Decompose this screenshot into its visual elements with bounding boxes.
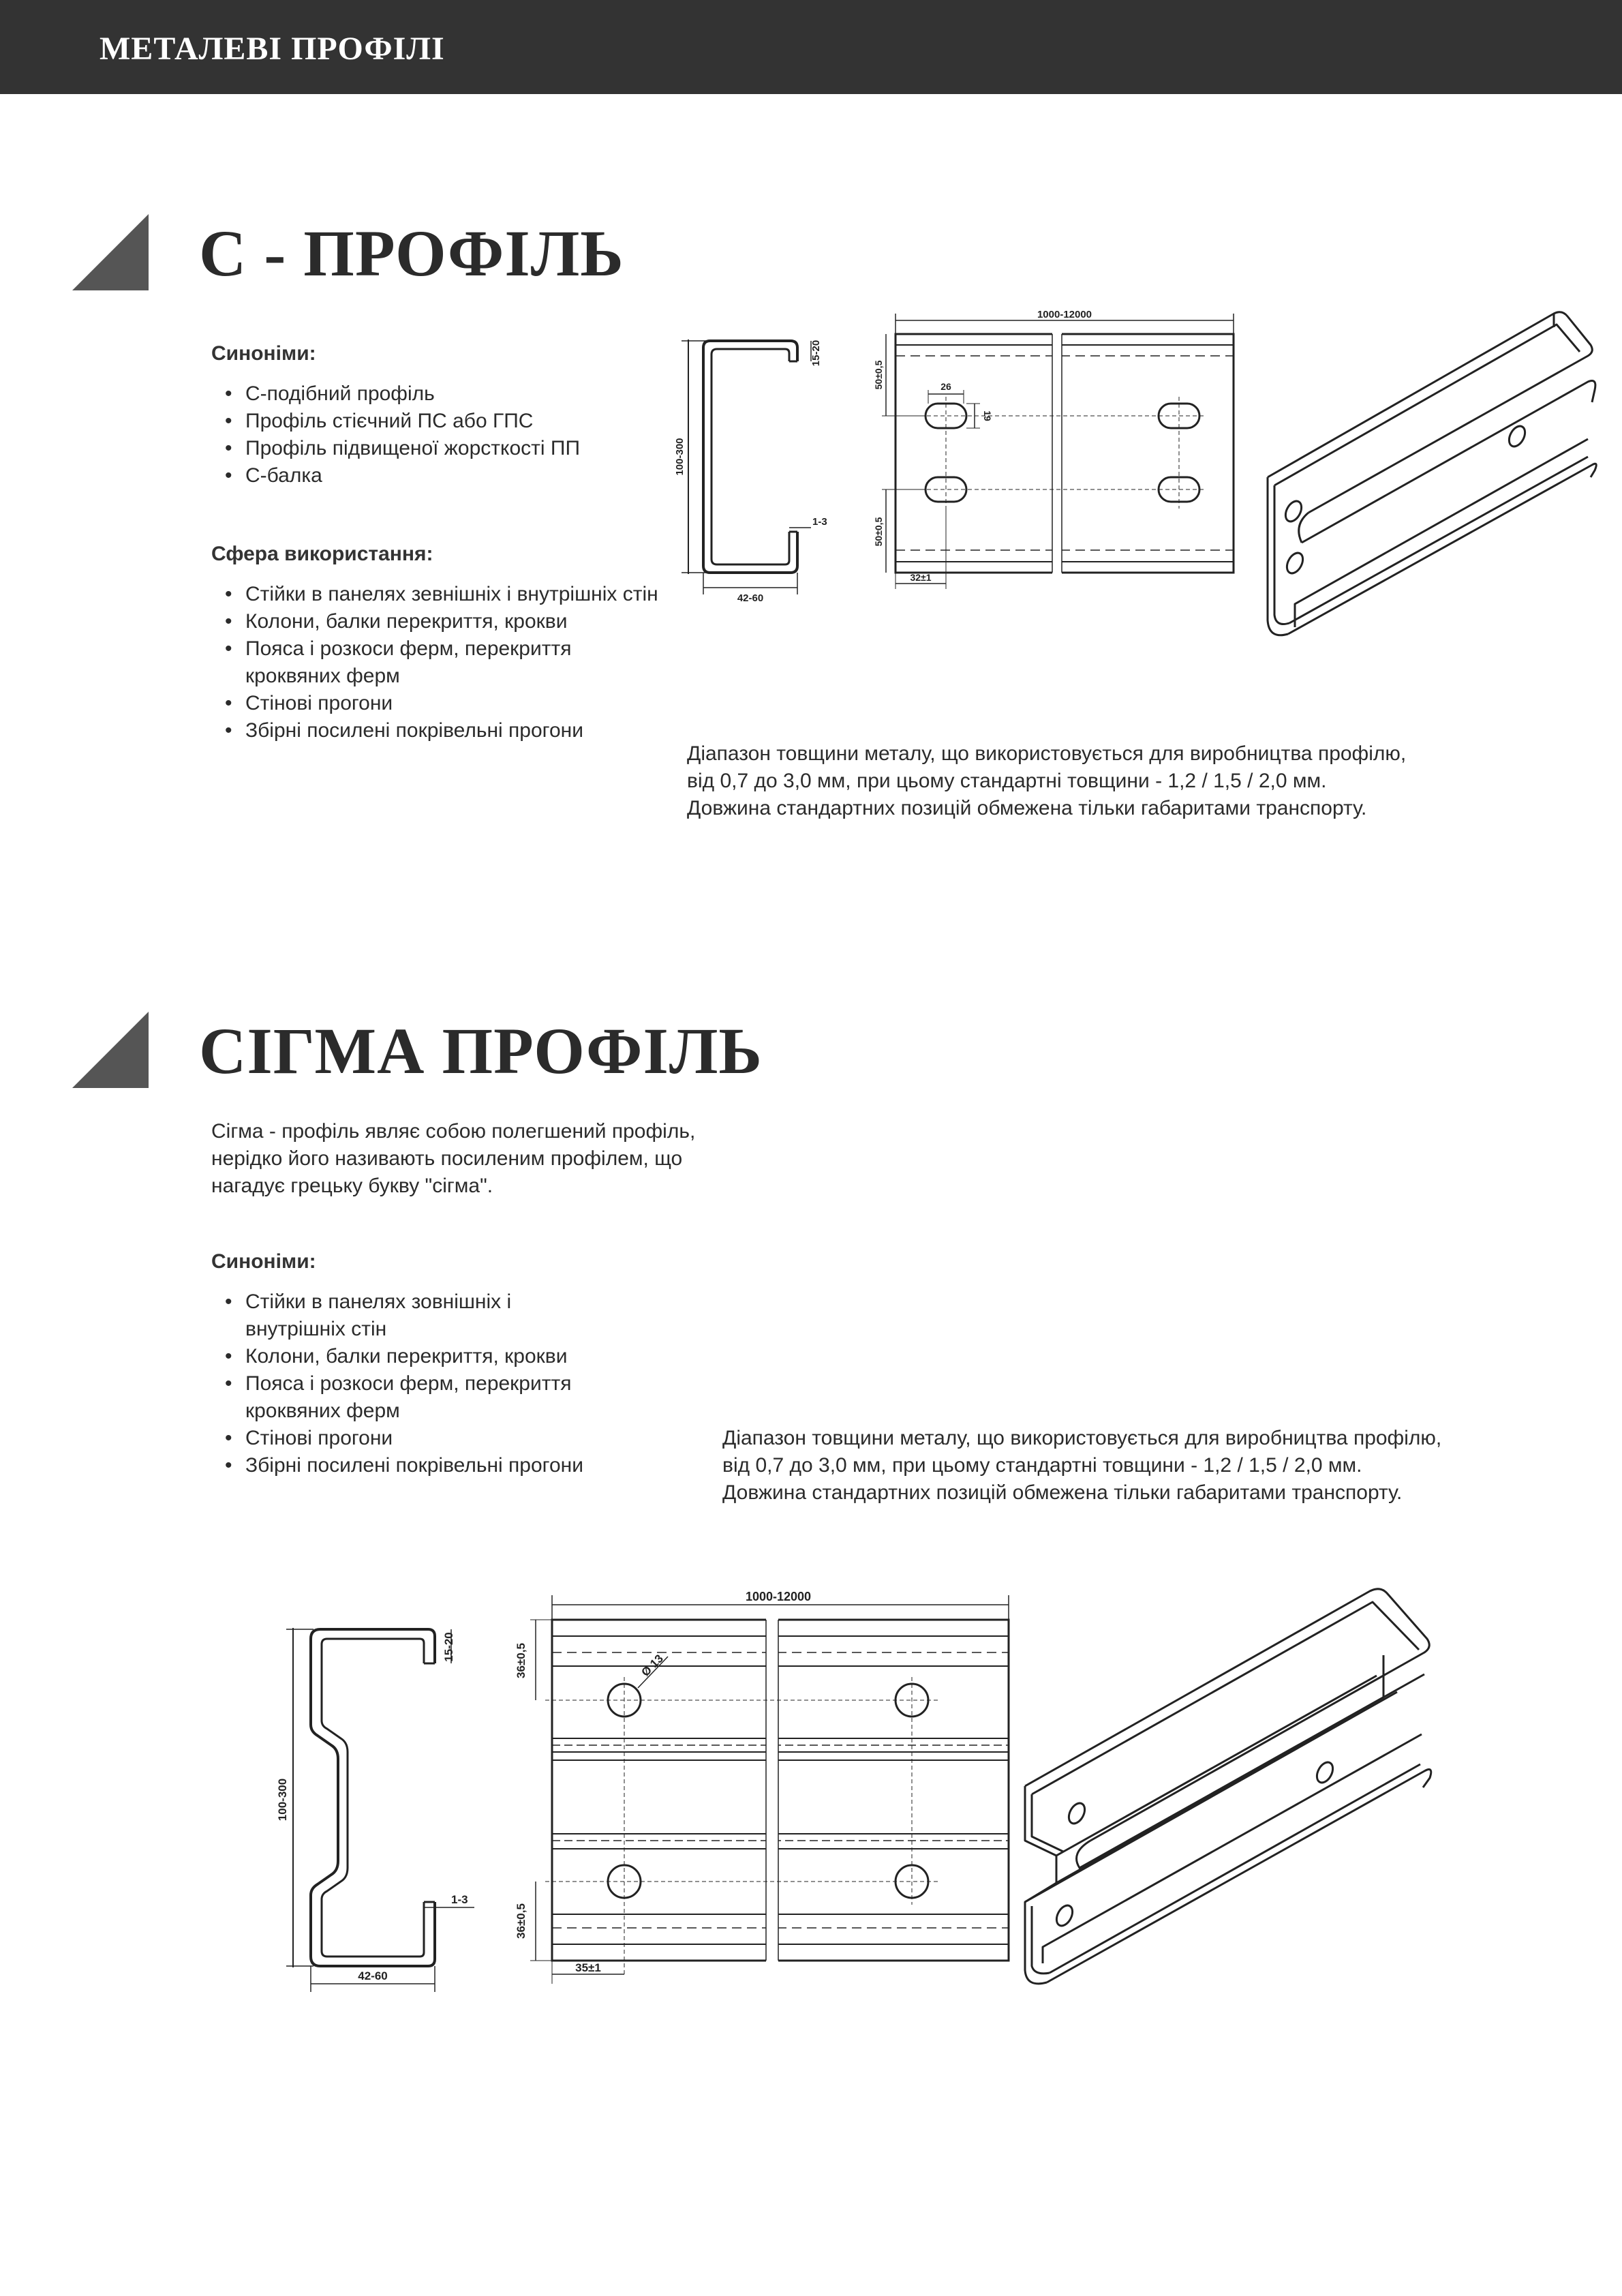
list-item: Стінові прогони [215,1425,597,1452]
list-item: Стінові прогони [215,690,665,717]
dim-width-label: 42-60 [358,1969,387,1982]
dim-hole-offset-top: 50±0,5 [873,360,884,389]
intro-line: нерідко його називають посиленим профіле… [211,1147,683,1170]
dim-thickness-label: 1-3 [812,516,827,528]
dim-width-label: 42-60 [737,592,763,604]
sigma-intro: Сігма - профіль являє собою полегшений п… [211,1118,825,1200]
dim-hole-offset-bottom: 50±0,5 [873,517,884,546]
list-item: Колони, балки перекриття, крокви [215,1343,597,1370]
list-item: Збірні посилені покрівельні прогони [215,717,665,744]
header-bar: МЕТАЛЕВІ ПРОФІЛІ [0,0,1622,94]
description-line: від 0,7 до 3,0 мм, при цьому стандартні … [687,770,1327,792]
sigma-synonyms-list: Стійки в панелях зовнішніх і внутрішніх … [215,1288,597,1479]
list-item: Збірні посилені покрівельні прогони [215,1452,597,1479]
dim-hole-offset-bottom: 36±0,5 [515,1903,527,1939]
c-elevation-drawing: 1000-12000 50±0,5 50±0,5 26 19 32±1 [873,309,1235,589]
sigma-synonyms-heading: Синоніми: [211,1250,316,1273]
dim-edge-label: 32±1 [910,572,931,583]
list-item: C-балка [215,462,665,489]
sigma-elevation-drawing: 1000-12000 36±0,5 36±0,5 Ø 13 35±1 [515,1590,1010,1984]
sigma-description: Діапазон товщини металу, що використовує… [722,1425,1608,1507]
section-marker-triangle [72,1012,149,1088]
c-profile-title: C - ПРОФІЛЬ [199,217,624,290]
list-item: Профіль стієчний ПС або ГПС [215,408,665,435]
description-line: від 0,7 до 3,0 мм, при цьому стандартні … [722,1454,1362,1477]
list-item: Пояса і розкоси ферм, перекриття кроквян… [215,1370,597,1425]
intro-line: нагадує грецьку букву "сігма". [211,1175,493,1197]
sigma-cross-section-drawing: 100-300 15-20 42-60 1-3 [276,1628,474,1992]
section-marker-triangle [72,214,149,290]
c-cross-section-drawing: 100-300 15-20 42-60 1-3 [674,339,827,604]
c-isometric-drawing [1266,311,1597,637]
description-line: Діапазон товщини металу, що використовує… [722,1427,1442,1449]
dim-length-label: 1000-12000 [1037,309,1092,320]
c-usage-heading: Сфера використання: [211,543,433,565]
sigma-isometric-drawing [1024,1588,1433,1985]
dim-length-label: 1000-12000 [746,1590,811,1603]
c-synonyms-list: C-подібний профіль Профіль стієчний ПС а… [215,380,665,489]
list-item: Стійки в панелях зовнішніх і внутрішніх … [215,1288,597,1343]
description-line: Довжина стандартних позицій обмежена тіл… [687,797,1367,819]
c-description: Діапазон товщини металу, що використовує… [687,740,1573,822]
c-usage-list: Стійки в панелях зевнішніх і внутрішніх … [215,581,665,744]
list-item: Пояса і розкоси ферм, перекриття кроквян… [215,635,665,690]
intro-line: Сігма - профіль являє собою полегшений п… [211,1120,696,1143]
c-synonyms-heading: Синоніми: [211,342,316,365]
dim-slot-width: 19 [982,410,993,421]
header-title: МЕТАЛЕВІ ПРОФІЛІ [100,31,445,67]
description-line: Довжина стандартних позицій обмежена тіл… [722,1481,1403,1504]
list-item: Профіль підвищеної жорсткості ПП [215,435,665,462]
dim-height-label: 100-300 [674,438,686,475]
dim-slot-length: 26 [940,381,951,392]
dim-height-label: 100-300 [276,1779,289,1821]
description-line: Діапазон товщини металу, що використовує… [687,742,1407,765]
dim-edge-label: 35±1 [575,1961,601,1974]
sigma-profile-title: СІГМА ПРОФІЛЬ [199,1014,763,1087]
list-item: Колони, балки перекриття, крокви [215,608,665,635]
dim-hole-offset-top: 36±0,5 [515,1643,527,1678]
list-item: Стійки в панелях зевнішніх і внутрішніх … [215,581,665,608]
dim-thickness-label: 1-3 [451,1893,468,1906]
dim-flange-label: 15-20 [442,1632,455,1661]
list-item: C-подібний профіль [215,380,665,408]
dim-flange-label: 15-20 [810,340,822,366]
